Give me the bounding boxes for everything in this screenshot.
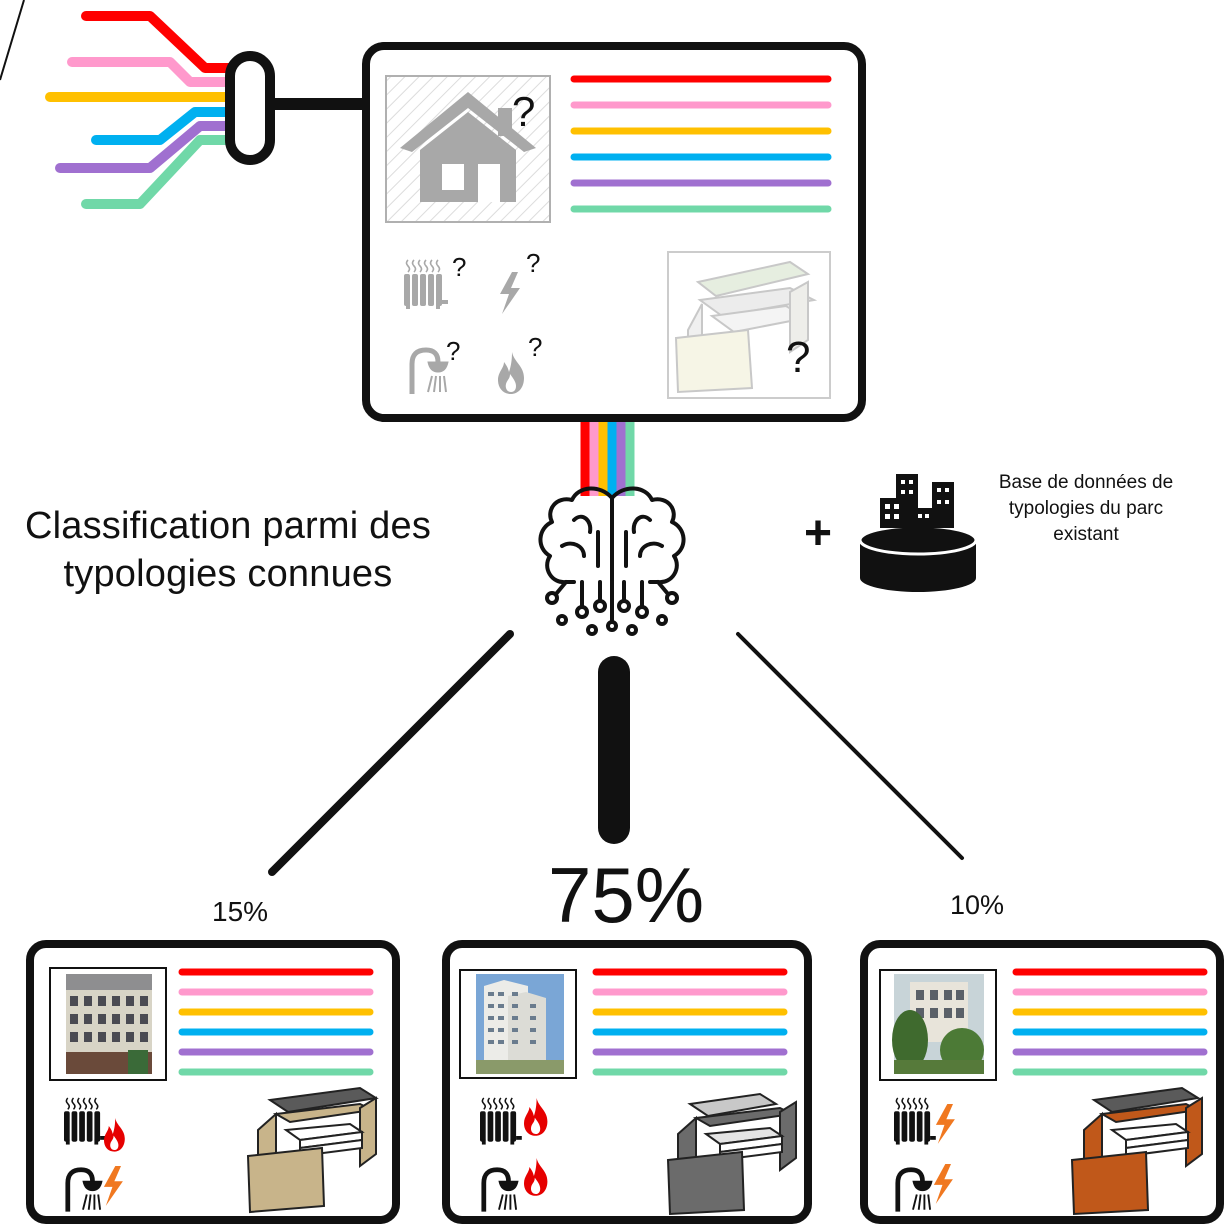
query-data-lines (570, 75, 832, 213)
result-card-3 (860, 940, 1224, 1224)
house-question-mark: ? (512, 88, 535, 135)
building-envelope-icon (246, 1086, 379, 1214)
branch-line-right (736, 632, 964, 860)
brain-ai-icon (538, 486, 686, 636)
branch-lines (268, 630, 964, 876)
database-label: Base de données de typologies du parc ex… (998, 472, 1174, 545)
connector-plug-icon (225, 51, 366, 165)
building-envelope-icon (1070, 1086, 1203, 1216)
building-envelope-icon (666, 1092, 797, 1216)
result-card-2 (442, 940, 812, 1224)
svg-text:?: ? (786, 333, 810, 382)
fuel-question-mark: ? (528, 332, 542, 362)
haussmann-building-photo (49, 967, 167, 1081)
input-data-wires (45, 11, 250, 209)
plus-sign: + (804, 507, 833, 560)
electricity-question-mark: ? (526, 248, 540, 278)
city-database-icon (858, 474, 978, 592)
branch-line-left (268, 630, 514, 876)
building-envelope-icon: ? (667, 251, 831, 399)
classification-label: Classification parmi des typologies conn… (24, 505, 432, 595)
highrise-building-photo (459, 969, 577, 1079)
branch-3-percentage: 10% (950, 890, 1005, 920)
card-to-brain-wires (580, 422, 635, 496)
branch-2-percentage: 75% (548, 851, 705, 939)
query-building-card: ? ? ? ? ? (362, 42, 866, 422)
heating-question-mark: ? (452, 252, 466, 282)
result-card-1 (26, 940, 400, 1224)
residential-building-photo (879, 969, 997, 1081)
wire-2 (67, 57, 250, 87)
house-icon (385, 75, 551, 223)
branch-1-percentage: 15% (212, 896, 269, 927)
wire-6 (81, 135, 250, 209)
wire-1 (81, 11, 250, 73)
wire-5 (55, 121, 250, 173)
hot-water-question-mark: ? (446, 336, 460, 366)
wire-4 (91, 107, 250, 145)
